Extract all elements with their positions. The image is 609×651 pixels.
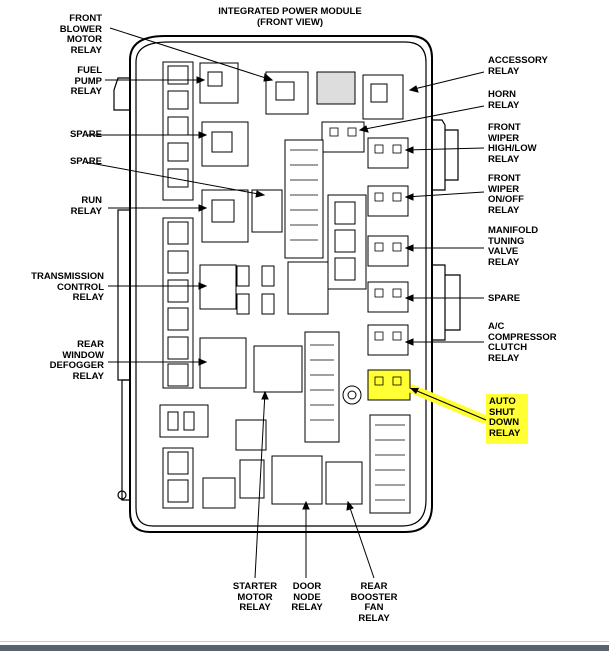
right-tab-2: [445, 129, 459, 181]
maxi-fuse-24: [287, 261, 329, 315]
fuse-pair-1: [236, 265, 250, 287]
label-accessory-relay: ACCESSORY RELAY: [488, 55, 548, 77]
relay-front-blower-block: [265, 71, 309, 115]
label-manifold-tuning-valve-relay: MANIFOLD TUNING VALVE RELAY: [488, 225, 539, 268]
label-spare-right: SPARE: [488, 293, 521, 304]
right-tab-3: [432, 264, 446, 341]
relay-starter-block: [235, 419, 267, 451]
relay-starter-area-block: [253, 345, 303, 393]
label-rear-booster-fan-relay: REAR BOOSTER FAN RELAY: [350, 581, 398, 624]
relay-accessory-block: [362, 74, 404, 120]
mount-hole: [117, 490, 127, 500]
relay-fuel-pump-block: [199, 62, 239, 104]
label-auto-shut-down-relay: AUTO SHUT DOWN RELAY: [489, 396, 521, 439]
right-tab-4: [445, 274, 461, 331]
relay-front-wiper-high-block: [367, 137, 409, 169]
label-transmission-control-relay: TRANSMISSION CONTROL RELAY: [31, 271, 104, 303]
relay-spare-1-block: [201, 121, 249, 167]
maxi-fuse-block-right: [327, 194, 367, 290]
left-tab-lower: [121, 379, 130, 501]
relay-rear-booster-block: [325, 461, 363, 505]
module-housing-inner: [135, 41, 427, 527]
label-front-blower-motor-relay: FRONT BLOWER MOTOR RELAY: [59, 13, 102, 56]
label-fuel-pump-relay: FUEL PUMP RELAY: [70, 65, 102, 97]
asd-label-highlight: [486, 394, 528, 444]
fuse-strip-lower-center: [304, 331, 340, 443]
relay-run-block: [201, 189, 249, 243]
relay-rear-defogger-block: [199, 337, 247, 389]
label-door-node-relay: DOOR NODE RELAY: [291, 581, 323, 613]
relay-manifold-block: [367, 235, 409, 267]
relay-spare-right-block: [367, 281, 409, 313]
label-horn-relay: HORN RELAY: [488, 89, 520, 111]
label-starter-motor-relay: STARTER MOTOR RELAY: [232, 581, 278, 613]
relay-pin-details: [290, 127, 405, 501]
module-housing-outline: [129, 35, 433, 533]
label-front-wiper-high-low-relay: FRONT WIPER HIGH/LOW RELAY: [488, 122, 537, 165]
fuse-pair-2: [261, 265, 275, 287]
bottom-divider: [0, 641, 609, 642]
asd-leader-line: [409, 387, 487, 421]
fuse-strip-center: [284, 139, 324, 259]
relay-door-node-block: [271, 455, 323, 505]
leader-lines: [84, 27, 485, 579]
label-spare-1: SPARE: [69, 129, 102, 140]
diagram-title: INTEGRATED POWER MODULE (FRONT VIEW): [218, 6, 362, 28]
right-tab-1: [432, 119, 446, 191]
bottom-strip: [0, 645, 609, 651]
left-fuse-group-bottom: [159, 404, 236, 509]
fuse-strip-lower-right: [369, 414, 411, 514]
relay-auto-shutdown-block: [367, 369, 411, 401]
label-run-relay: RUN RELAY: [70, 195, 102, 217]
label-spare-2: SPARE: [69, 156, 102, 167]
relay-tcm-block: [199, 264, 237, 310]
label-rear-window-defogger-relay: REAR WINDOW DEFOGGER RELAY: [49, 339, 104, 382]
fuse-pair-3: [236, 293, 250, 315]
label-ac-compressor-clutch-relay: A/C COMPRESSOR CLUTCH RELAY: [488, 321, 557, 364]
relay-horn-block: [321, 121, 365, 153]
left-connector-strip: [117, 209, 131, 381]
label-front-wiper-on-off-relay: FRONT WIPER ON/OFF RELAY: [488, 173, 524, 216]
relay-front-wiper-onoff-block: [367, 185, 409, 217]
relay-ac-block: [367, 324, 409, 356]
left-tab-upper: [113, 77, 130, 111]
fuse-pair-4: [261, 293, 275, 315]
connector-top-center: [316, 71, 356, 105]
